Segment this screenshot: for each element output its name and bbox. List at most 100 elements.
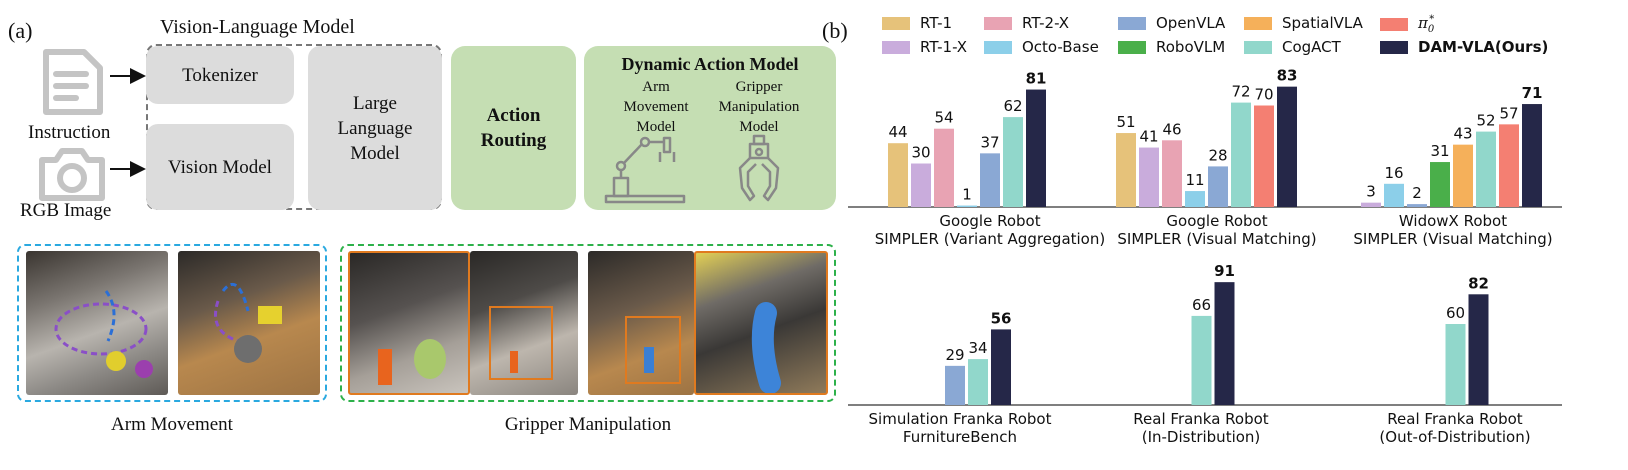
bar-value-label: 31 <box>1430 142 1449 160</box>
legend-swatch <box>1380 40 1408 54</box>
legend-item: Octo-Base <box>984 38 1099 56</box>
legend-label: Octo-Base <box>1022 38 1099 56</box>
llm-label-line1: Large <box>353 92 397 114</box>
bar <box>1361 202 1381 207</box>
legend-item: DAM-VLA(Ours) <box>1380 38 1548 56</box>
bar <box>1003 117 1023 207</box>
bar <box>1231 102 1251 207</box>
legend-label: π0* <box>1418 14 1435 35</box>
bar-value-label: 81 <box>1026 70 1047 88</box>
camera-icon <box>36 144 108 209</box>
llm-label-line3: Model <box>350 142 400 164</box>
bar-value-label: 91 <box>1214 262 1235 280</box>
bar <box>1499 124 1519 207</box>
rgb-image-label: RGB Image <box>20 200 112 221</box>
bar-value-label: 44 <box>888 123 907 141</box>
bar <box>1407 204 1427 207</box>
bar <box>1430 162 1450 207</box>
legend-swatch <box>1244 40 1272 54</box>
gripper-model-line1: Gripper <box>735 79 783 95</box>
panel-b-label: (b) <box>822 18 848 43</box>
bar <box>1185 191 1205 207</box>
gripper-photo-1 <box>470 251 578 395</box>
legend-swatch <box>1244 16 1272 30</box>
gripper-photo-1-zoom <box>348 251 470 395</box>
gripper-manipulation-label: Gripper Manipulation <box>504 414 672 435</box>
action-routing-box: Action Routing <box>451 46 576 210</box>
legend-item: SpatialVLA <box>1244 14 1363 32</box>
dynamic-action-model-box <box>584 46 836 210</box>
arm-movement-label: Arm Movement <box>111 414 233 435</box>
robot-arm-icon <box>600 134 690 211</box>
legend-swatch <box>882 40 910 54</box>
llm-label-line2: Language <box>337 117 413 139</box>
tokenizer-label: Tokenizer <box>182 64 258 86</box>
bar-value-label: 2 <box>1412 184 1422 202</box>
bar <box>991 329 1011 405</box>
bar <box>1476 131 1496 207</box>
bar-value-label: 82 <box>1468 274 1489 292</box>
category-label: SIMPLER (Visual Matching) <box>1353 230 1552 248</box>
category-label: WidowX Robot <box>1399 212 1507 230</box>
bar <box>911 163 931 207</box>
bar-value-label: 71 <box>1522 84 1543 102</box>
bar-value-label: 46 <box>1162 120 1181 138</box>
category-label: Simulation Franka Robot <box>869 410 1052 428</box>
legend-item: π0* <box>1380 14 1434 35</box>
bar <box>1468 294 1489 405</box>
bar <box>957 205 977 207</box>
legend-label: RT-1-X <box>920 38 968 56</box>
bar-value-label: 37 <box>980 133 999 151</box>
bar-value-label: 1 <box>962 186 972 204</box>
document-icon <box>40 46 108 123</box>
gripper-model-line2: Manipulation <box>718 99 800 115</box>
bar-value-label: 57 <box>1499 104 1518 122</box>
dam-title: Dynamic Action Model <box>621 54 799 74</box>
bar-value-label: 62 <box>1003 97 1022 115</box>
bar-value-label: 16 <box>1384 164 1403 182</box>
legend-label: CogACT <box>1282 38 1341 56</box>
legend-label: RT-1 <box>920 14 953 32</box>
category-label: (Out-of-Distribution) <box>1379 428 1530 446</box>
bar <box>1453 144 1473 207</box>
arm-movement-photo-1 <box>26 251 168 395</box>
bar <box>1445 324 1466 405</box>
bar-value-label: 29 <box>945 346 964 364</box>
bar <box>1162 140 1182 207</box>
legend-item: RoboVLM <box>1118 38 1225 56</box>
action-routing-line1: Action <box>486 105 541 126</box>
bar-value-label: 43 <box>1453 125 1472 143</box>
arm-model-label: Arm Movement Model <box>606 77 706 137</box>
arm-model-line2: Movement <box>623 99 689 115</box>
bar-value-label: 41 <box>1139 128 1158 146</box>
bar <box>980 153 1000 207</box>
category-label: Google Robot <box>1166 212 1267 230</box>
category-label: SIMPLER (Variant Aggregation) <box>875 230 1105 248</box>
category-label: Google Robot <box>939 212 1040 230</box>
category-label: Real Franka Robot <box>1387 410 1523 428</box>
bar <box>1026 89 1046 207</box>
vlm-title: Vision-Language Model <box>160 16 355 38</box>
bar-value-label: 66 <box>1192 296 1211 314</box>
vision-model-box: Vision Model <box>146 124 294 210</box>
bar-value-label: 83 <box>1277 67 1298 85</box>
gripper-photo-2 <box>588 251 694 395</box>
legend-label: OpenVLA <box>1156 14 1226 32</box>
arm-movement-frame <box>17 244 327 402</box>
bar <box>1254 105 1274 207</box>
legend-swatch <box>1118 40 1146 54</box>
bar-value-label: 34 <box>968 339 987 357</box>
legend-swatch <box>984 16 1012 30</box>
bar-value-label: 3 <box>1366 183 1376 201</box>
gripper-model-label: Gripper Manipulation Model <box>708 77 810 137</box>
arm-movement-photo-2 <box>178 251 320 395</box>
category-label: Real Franka Robot <box>1133 410 1269 428</box>
gripper-icon <box>734 134 784 211</box>
legend-swatch <box>1380 18 1408 31</box>
bar-value-label: 51 <box>1116 113 1135 131</box>
bar-value-label: 54 <box>934 109 953 127</box>
gripper-model-line3: Model <box>739 119 779 135</box>
bar <box>888 143 908 207</box>
bar <box>1522 104 1542 207</box>
